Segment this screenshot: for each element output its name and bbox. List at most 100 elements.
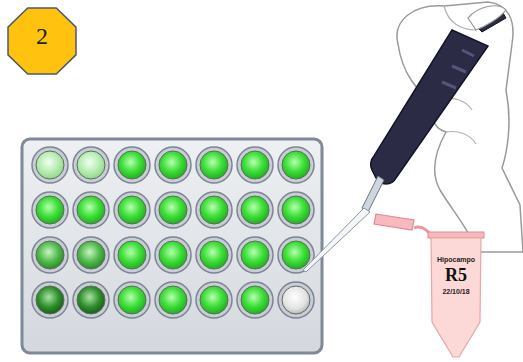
tube-cap (374, 214, 414, 230)
well-rim (114, 192, 150, 228)
well-liquid (159, 196, 187, 224)
well-rim (237, 147, 273, 183)
well (196, 147, 232, 183)
well-rim (196, 147, 232, 183)
well (32, 192, 68, 228)
tube-label: R5 (428, 266, 484, 286)
well-rim (32, 192, 68, 228)
well (114, 237, 150, 273)
well-liquid (241, 151, 269, 179)
well-rim (237, 237, 273, 273)
well-rim (114, 147, 150, 183)
well (237, 147, 273, 183)
well-liquid (241, 196, 269, 224)
well-liquid (118, 196, 146, 224)
tube-rim (428, 232, 484, 238)
well (114, 192, 150, 228)
well-liquid (118, 151, 146, 179)
well-rim (155, 147, 191, 183)
well-liquid (77, 241, 105, 269)
well-rim (196, 237, 232, 273)
well-liquid (282, 286, 310, 314)
pipette-tip (303, 208, 370, 272)
well-liquid (118, 241, 146, 269)
well-liquid (118, 286, 146, 314)
well-rim (155, 282, 191, 318)
well-rim (155, 192, 191, 228)
well-rim (32, 237, 68, 273)
well (73, 192, 109, 228)
well-rim (114, 282, 150, 318)
well-rim (114, 237, 150, 273)
well-liquid (241, 241, 269, 269)
well-rim (237, 282, 273, 318)
well-rim (73, 237, 109, 273)
tube-body (431, 238, 481, 357)
well (278, 282, 314, 318)
well (237, 237, 273, 273)
pipette-grip (442, 50, 474, 88)
well (73, 237, 109, 273)
well (73, 147, 109, 183)
well (155, 192, 191, 228)
well-liquid (77, 286, 105, 314)
well (237, 282, 273, 318)
well (32, 237, 68, 273)
well (155, 282, 191, 318)
well (32, 147, 68, 183)
well-liquid (282, 196, 310, 224)
well-group (32, 147, 314, 318)
well-rim (32, 282, 68, 318)
well-liquid (282, 241, 310, 269)
step-number: 2 (8, 23, 76, 49)
well (196, 237, 232, 273)
well-liquid (159, 286, 187, 314)
sample-tube: HipocampoR5 22/10/18 (428, 230, 484, 360)
well (155, 237, 191, 273)
well-liquid (200, 286, 228, 314)
well (237, 192, 273, 228)
well-liquid (200, 196, 228, 224)
well-liquid (77, 196, 105, 224)
well-liquid (36, 286, 64, 314)
glove-thumb (468, 6, 506, 30)
well-liquid (200, 241, 228, 269)
well (278, 147, 314, 183)
well-rim (73, 147, 109, 183)
well (196, 282, 232, 318)
well-liquid (159, 151, 187, 179)
well-liquid (77, 151, 105, 179)
pipette-body (371, 30, 488, 184)
well (73, 282, 109, 318)
well-rim (278, 147, 314, 183)
pipette-ejector (362, 176, 384, 212)
well-rim (73, 192, 109, 228)
well-rim (278, 282, 314, 318)
tube-label: Hipocampo (428, 256, 484, 264)
well (114, 282, 150, 318)
step-octagon: 2 (8, 8, 76, 74)
tube-label: 22/10/18 (428, 288, 484, 296)
well-rim (196, 282, 232, 318)
well-rim (196, 192, 232, 228)
well-liquid (36, 151, 64, 179)
well (32, 282, 68, 318)
well-liquid (36, 241, 64, 269)
well (196, 192, 232, 228)
well-rim (278, 192, 314, 228)
octagon-outline (8, 8, 76, 74)
well-liquid (200, 151, 228, 179)
well (114, 147, 150, 183)
well-rim (32, 147, 68, 183)
well-plate (22, 139, 322, 353)
well-rim (73, 282, 109, 318)
well (155, 147, 191, 183)
well-rim (155, 237, 191, 273)
well-liquid (282, 151, 310, 179)
well-liquid (159, 241, 187, 269)
well (278, 192, 314, 228)
well-liquid (241, 286, 269, 314)
well-liquid (36, 196, 64, 224)
well-rim (237, 192, 273, 228)
